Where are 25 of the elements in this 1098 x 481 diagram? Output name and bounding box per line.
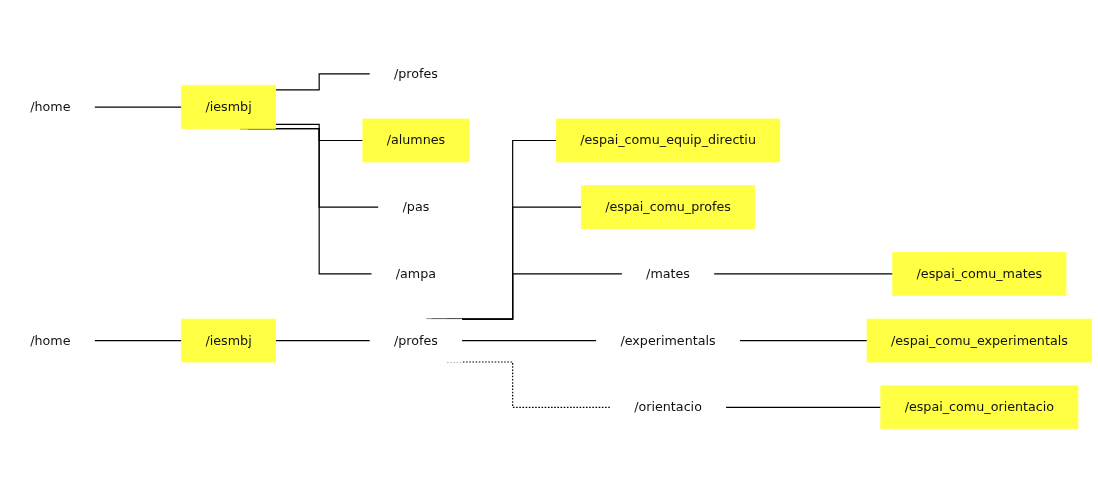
- node-text: /profes: [393, 65, 438, 81]
- node-box: /espai_comu_profes: [581, 185, 756, 229]
- connector: [274, 123, 364, 142]
- node-box: /espai_comu_equip_directiu: [555, 118, 781, 163]
- node-box: /iesmbj: [181, 318, 276, 363]
- node-text: /ampa: [395, 265, 437, 281]
- node-box: /espai_comu_experimentals: [866, 318, 1093, 363]
- node-text: /mates: [646, 265, 690, 281]
- node-text: /pas: [402, 199, 430, 215]
- connector: [274, 73, 371, 91]
- node-text: /experimentals: [620, 332, 716, 348]
- node-text: /home: [30, 99, 71, 115]
- connector: [738, 339, 868, 342]
- node-box: /espai_comu_mates: [892, 252, 1067, 296]
- connector: [461, 339, 598, 342]
- node-text: /home: [30, 332, 71, 348]
- connector: [274, 339, 371, 342]
- connector: [93, 106, 183, 108]
- node-box: /espai_comu_orientacio: [880, 385, 1079, 430]
- node-box: /alumnes: [362, 118, 470, 163]
- connector: [93, 339, 183, 342]
- node-box: /iesmbj: [181, 85, 276, 129]
- connector: [725, 406, 882, 408]
- node-text: /orientacio: [634, 399, 702, 415]
- connector: [713, 273, 894, 275]
